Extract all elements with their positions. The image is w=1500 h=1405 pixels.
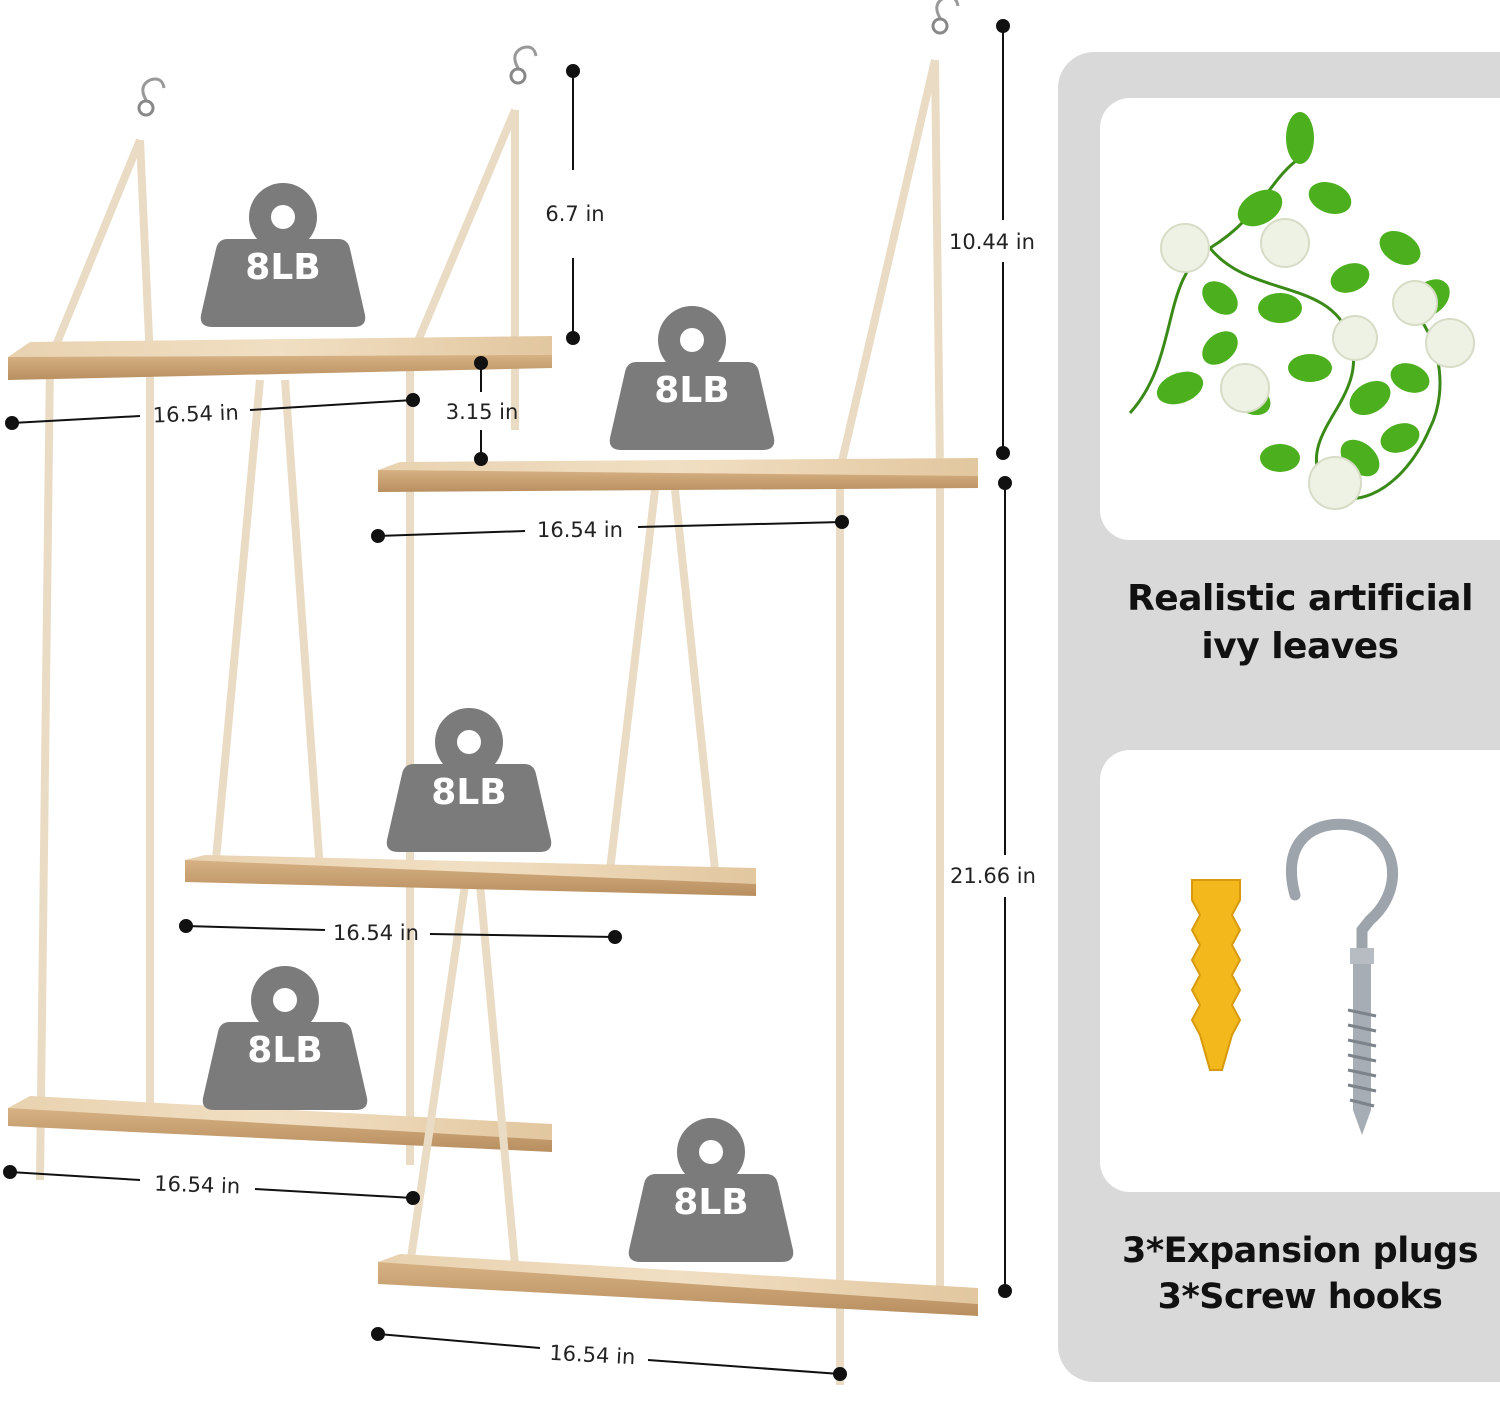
weight-label: 8LB	[673, 1182, 748, 1223]
rope	[211, 379, 264, 871]
shelf-width-label: 16.54 in	[152, 401, 239, 428]
weight-icon: 8LB	[202, 966, 368, 1110]
hardware-caption-line1: 3*Expansion plugs	[1121, 1231, 1479, 1271]
shelf-width-label: 16.54 in	[333, 921, 419, 945]
shelf-width-label: 16.54 in	[154, 1172, 241, 1199]
rope	[671, 489, 719, 871]
rope	[406, 108, 519, 1165]
screw-hook-icon	[1285, 818, 1398, 1135]
shelf-top-left	[8, 336, 552, 380]
total-height-label: 21.66 in	[950, 864, 1036, 888]
rope	[36, 138, 144, 1181]
shelf-middle	[185, 855, 756, 896]
weight-label: 8LB	[247, 1030, 322, 1071]
rope	[836, 59, 939, 1385]
ivy-leaves-icon	[1128, 112, 1475, 510]
knot-gap-label: 3.15 in	[446, 400, 519, 424]
hook-icon	[137, 77, 166, 117]
weight-label: 8LB	[654, 370, 729, 411]
ivy-caption-line1: Realistic artificial	[1127, 578, 1473, 619]
weight-icon: 8LB	[609, 306, 775, 450]
rope	[136, 139, 154, 1110]
rope	[931, 59, 944, 1300]
weight-icon: 8LB	[628, 1118, 794, 1262]
weight-label: 8LB	[245, 247, 320, 288]
top-height-label: 10.44 in	[949, 230, 1035, 254]
hook-icon	[931, 0, 960, 35]
rope	[281, 379, 324, 871]
weight-icon: 8LB	[386, 708, 552, 852]
rope	[476, 884, 519, 1266]
shelf-bottom-left	[8, 1096, 552, 1152]
right-shelf-set	[185, 0, 978, 1385]
left-shelf-set	[8, 45, 552, 1181]
ivy-caption: Realistic artificial ivy leaves	[1100, 575, 1500, 671]
hardware-card	[1100, 750, 1500, 1192]
shelf-width-label: 16.54 in	[549, 1341, 636, 1369]
hook-icon	[509, 45, 538, 85]
ivy-caption-line2: ivy leaves	[1201, 626, 1399, 667]
weight-label: 8LB	[431, 772, 506, 813]
dimension-lines	[3, 19, 1012, 1381]
hardware-caption: 3*Expansion plugs 3*Screw hooks	[1100, 1228, 1500, 1320]
shelf-top-right	[378, 458, 978, 492]
weight-icon: 8LB	[200, 183, 366, 327]
hanger-height-label: 6.7 in	[545, 202, 604, 226]
rope	[606, 489, 659, 871]
rope	[406, 884, 469, 1266]
ivy-card	[1100, 98, 1500, 540]
expansion-plug-icon	[1190, 879, 1242, 1071]
shelf-bottom-right	[378, 1254, 978, 1316]
hardware-caption-line2: 3*Screw hooks	[1157, 1277, 1443, 1317]
shelf-width-label: 16.54 in	[537, 518, 623, 542]
hardware-illustration	[1190, 818, 1398, 1135]
